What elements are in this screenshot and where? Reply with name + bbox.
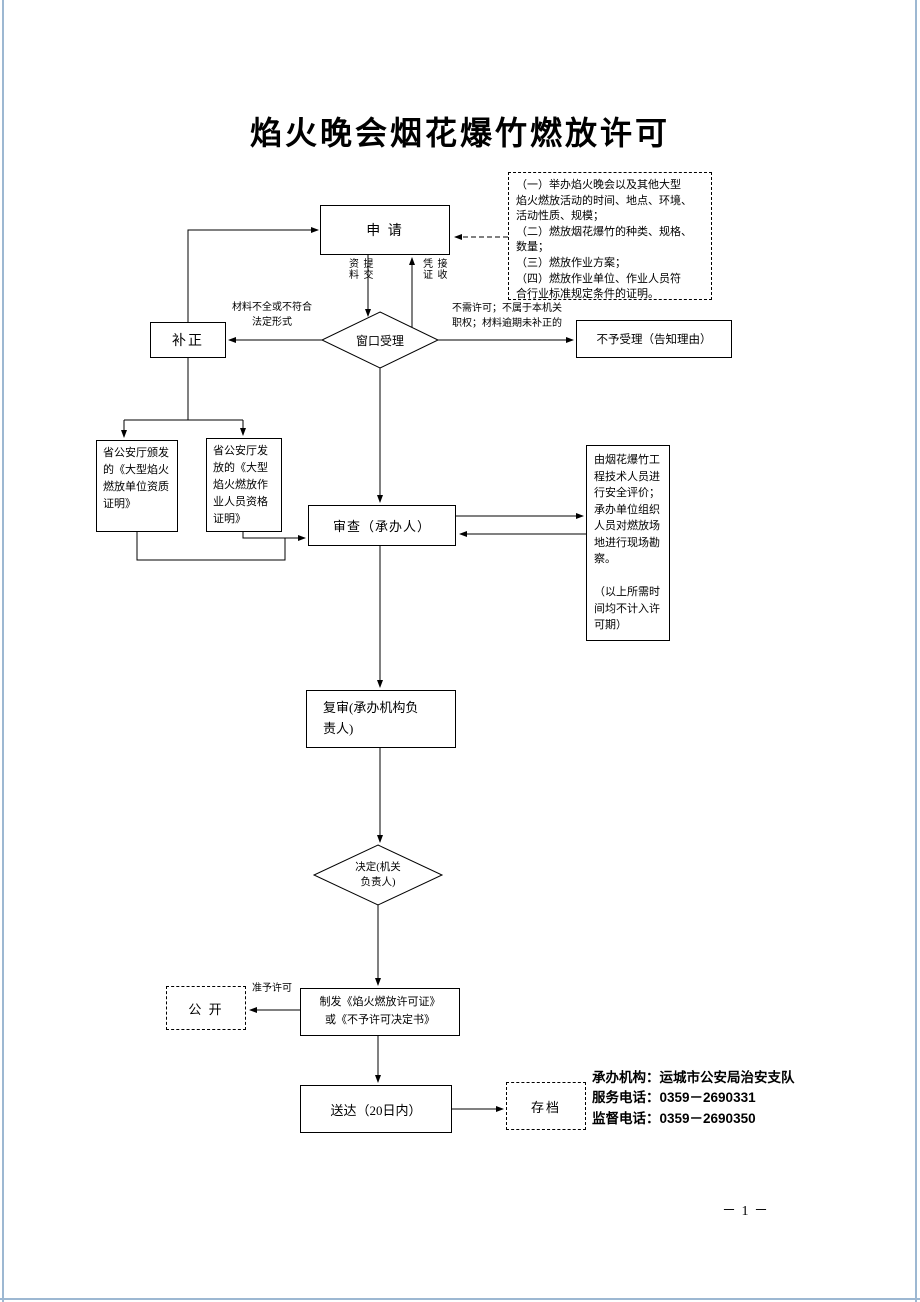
edge-label-receive: 接收 凭证 <box>420 258 447 280</box>
decision-label: 决定(机关 负责人) <box>355 861 401 888</box>
deliver-box: 送达（20日内） <box>300 1085 452 1133</box>
archive-box: 存档 <box>506 1082 586 1130</box>
contact-service-phone: 服务电话：0359－2690331 <box>592 1090 756 1106</box>
decision-diamond <box>312 844 444 906</box>
edge-label-submit: 提交 资料 <box>346 258 373 280</box>
cert-person-box: 省公安厅发放的《大型焰火燃放作业人员资格证明》 <box>206 438 282 532</box>
contact-supervise-phone: 监督电话：0359－2690350 <box>592 1110 756 1126</box>
window-accept-label: 窗口受理 <box>355 333 404 348</box>
recheck-box: 复审(承办机构负 责人) <box>306 690 456 748</box>
publish-box: 公 开 <box>166 986 246 1030</box>
cert-unit-box: 省公安厅颁发的《大型焰火燃放单位资质证明》 <box>96 440 178 532</box>
contact-agency: 承办机构：运城市公安局治安支队 <box>592 1070 795 1085</box>
page-edge-right <box>915 0 917 1302</box>
page-edge-bottom <box>0 1298 920 1300</box>
evaluation-box: 由烟花爆竹工程技术人员进行安全评价；承办单位组织人员对燃放场地进行现场勘察。 （… <box>586 445 670 641</box>
connector-correction-to-apply <box>187 227 319 322</box>
edge-label-no-permit: 不需许可；不属于本机关 职权；材料逾期未补正的 <box>452 303 562 329</box>
edge-label-approved: 准予许可 <box>252 983 292 994</box>
contact-block: 承办机构：运城市公安局治安支队 服务电话：0359－2690331 监督电话：0… <box>592 1068 872 1129</box>
review-box: 审查（承办人） <box>308 505 456 546</box>
issue-box: 制发《焰火燃放许可证》 或《不予许可决定书》 <box>300 988 460 1036</box>
window-accept-diamond <box>320 311 440 369</box>
application-notes-box: （一）举办焰火晚会以及其他大型 焰火燃放活动的时间、地点、环境、 活动性质、规模… <box>508 172 712 300</box>
apply-box: 申 请 <box>320 205 450 255</box>
correction-box: 补正 <box>150 322 226 358</box>
page-edge-left <box>2 0 4 1302</box>
page-number: － 1 － <box>722 1204 769 1219</box>
reject-box: 不予受理（告知理由） <box>576 320 732 358</box>
connector-cert-person-to-review <box>242 532 306 541</box>
connector-cert-unit-join <box>136 532 286 561</box>
edge-label-incomplete: 材料不全或不符合 法定形式 <box>232 302 312 328</box>
page-title: 焰火晚会烟花爆竹燃放许可 <box>249 115 670 151</box>
